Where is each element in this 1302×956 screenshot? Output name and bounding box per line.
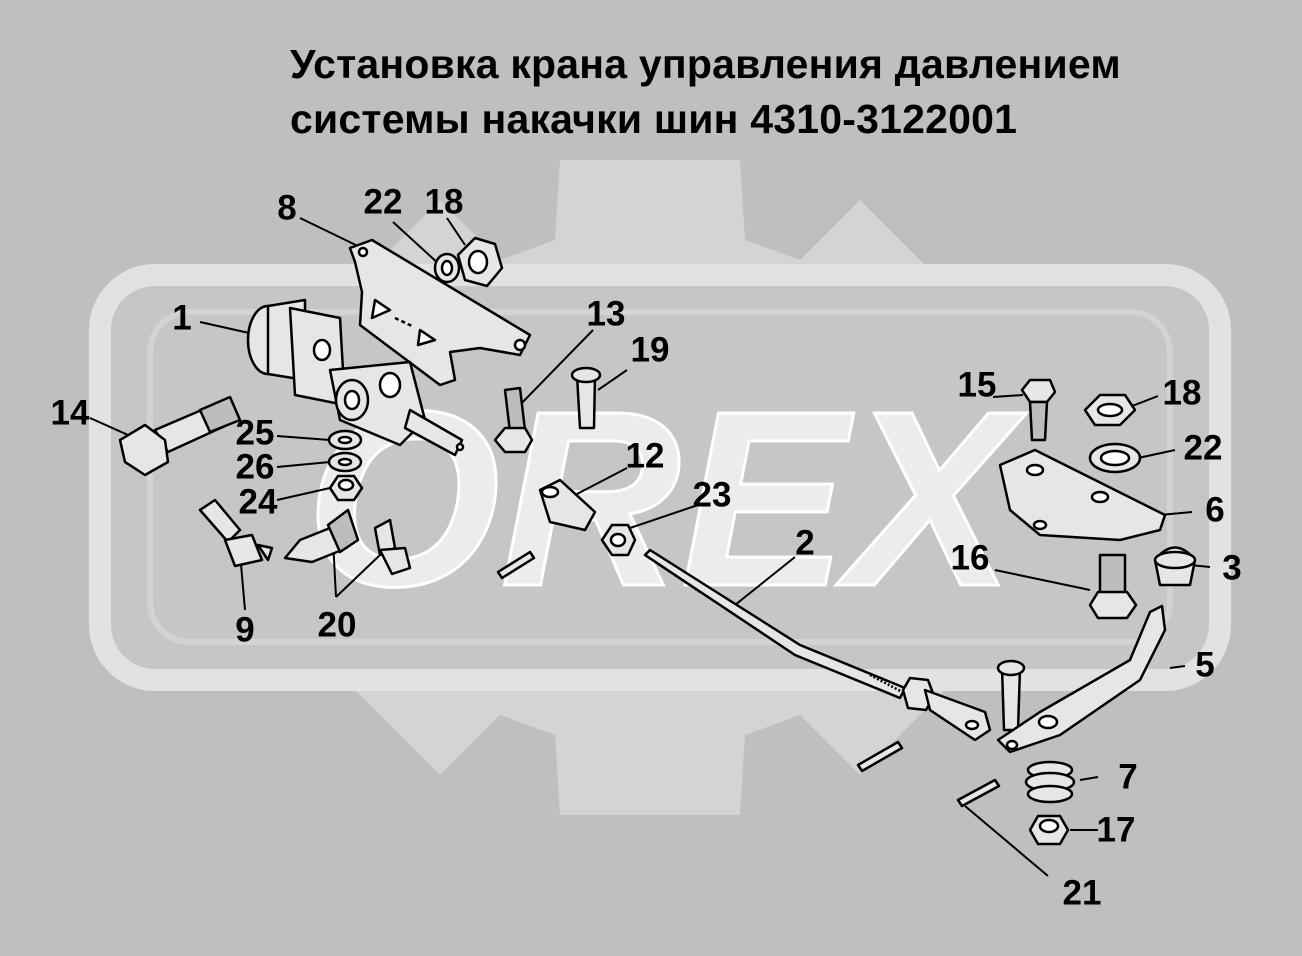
title-line-2: системы накачки шин 4310-3122001 — [290, 96, 1018, 142]
callout-13: 13 — [586, 294, 626, 334]
split-pin-middle — [856, 740, 904, 773]
callout-17: 17 — [1096, 810, 1136, 850]
fitting-20-a — [283, 508, 360, 564]
callout-21: 21 — [1062, 873, 1102, 913]
callout-15: 15 — [957, 365, 997, 405]
callout-26: 26 — [235, 447, 275, 487]
callout-18-top: 18 — [424, 182, 464, 222]
callout-22-right: 22 — [1183, 428, 1223, 468]
bolt-15 — [1020, 378, 1057, 442]
callout-16: 16 — [950, 538, 990, 578]
spring-7 — [1024, 760, 1076, 804]
lever-5 — [996, 604, 1167, 754]
fork-12 — [538, 478, 597, 532]
callout-23: 23 — [692, 475, 732, 515]
pin-19 — [570, 366, 602, 430]
bolt-14 — [118, 395, 242, 477]
nut-18-right — [1083, 393, 1137, 427]
callout-6: 6 — [1205, 490, 1225, 530]
callout-20: 20 — [317, 605, 357, 645]
nut-24 — [328, 474, 364, 502]
nut-23 — [600, 523, 637, 557]
split-pin-21 — [956, 778, 1001, 808]
callout-1: 1 — [172, 298, 192, 338]
parts — [118, 236, 1197, 846]
bracket-6 — [998, 448, 1167, 542]
callout-2: 2 — [795, 523, 815, 563]
bolt-16 — [1088, 553, 1138, 620]
callout-8: 8 — [277, 188, 297, 228]
callout-19: 19 — [630, 330, 670, 370]
callout-18-right: 18 — [1162, 373, 1202, 413]
nut-18-top — [456, 236, 504, 288]
callout-5: 5 — [1195, 645, 1215, 685]
callout-14: 14 — [50, 393, 90, 433]
callout-24: 24 — [238, 482, 278, 522]
bracket-8 — [348, 238, 532, 387]
title-line-1: Установка крана управления давлением — [290, 41, 1121, 87]
nut-17 — [1028, 814, 1070, 846]
valve-body-1 — [246, 298, 465, 457]
callout-25: 25 — [235, 413, 275, 453]
pin-vertical — [996, 659, 1026, 732]
watermark-text: OREX — [306, 359, 1028, 638]
callout-3: 3 — [1222, 548, 1242, 588]
callout-22-top: 22 — [363, 182, 403, 222]
fitting-20-b — [373, 518, 412, 576]
split-pin-left — [496, 550, 536, 580]
rod-2 — [643, 548, 992, 742]
fitting-9 — [198, 498, 274, 568]
cap-3 — [1153, 546, 1197, 587]
callout-12: 12 — [625, 436, 665, 476]
bolt-13 — [493, 386, 534, 454]
callout-7: 7 — [1118, 757, 1138, 797]
callout-9: 9 — [235, 610, 255, 650]
